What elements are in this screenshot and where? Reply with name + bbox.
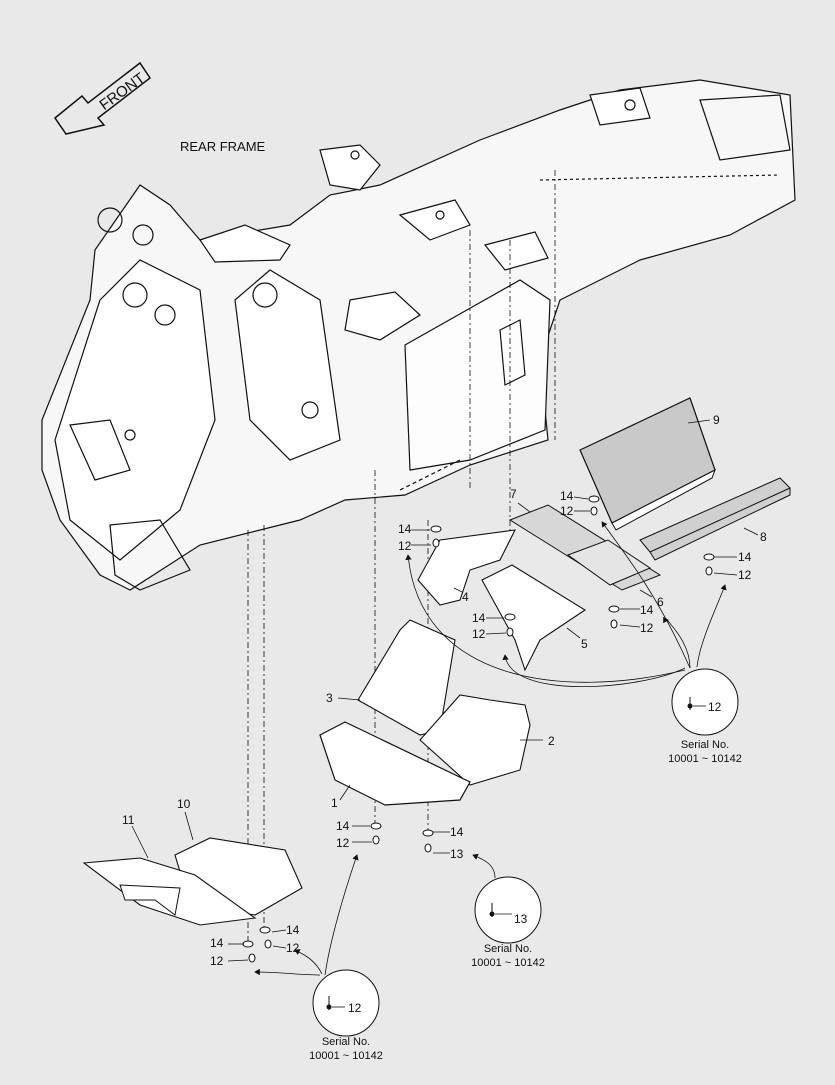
plate-3 <box>357 619 456 736</box>
callout-8: 8 <box>760 530 767 544</box>
callout-14-a: 14 <box>398 522 412 536</box>
callout-14-e: 14 <box>738 550 752 564</box>
plate-6 <box>566 539 652 586</box>
callout-2: 2 <box>548 734 555 748</box>
callout-12-i: 12 <box>286 941 300 955</box>
callout-14-i: 14 <box>286 923 300 937</box>
part-callouts: 1 2 3 4 5 6 7 8 9 10 11 14 12 14 12 14 1… <box>122 413 767 968</box>
detail-circle-part: 12 <box>708 700 722 714</box>
callout-3: 3 <box>326 691 333 705</box>
callout-12-c: 12 <box>472 627 486 641</box>
callout-12-f: 12 <box>336 836 350 850</box>
leader-lines <box>131 419 759 976</box>
serial-range: 10001 ~ 10142 <box>471 957 545 969</box>
callout-9: 9 <box>713 413 720 427</box>
callout-12-a: 12 <box>398 539 412 553</box>
front-arrow-icon: FRONT <box>53 61 152 135</box>
callout-13-g: 13 <box>450 847 464 861</box>
callout-11: 11 <box>122 813 135 827</box>
plate-4 <box>417 529 516 606</box>
serial-range: 10001 ~ 10142 <box>668 753 742 765</box>
callout-14-g: 14 <box>450 825 464 839</box>
serial-range: 10001 ~ 10142 <box>309 1050 383 1062</box>
callout-4: 4 <box>462 590 469 604</box>
detail-circle-middle: 13 Serial No. 10001 ~ 10142 <box>471 876 545 969</box>
callout-14-b: 14 <box>560 489 574 503</box>
serial-label: Serial No. <box>322 1036 370 1048</box>
callout-6: 6 <box>657 595 664 609</box>
callout-10: 10 <box>177 797 191 811</box>
callout-1: 1 <box>331 796 338 810</box>
cover-plate-9 <box>579 397 716 531</box>
detail-circle-part: 12 <box>348 1001 362 1015</box>
plate-8 <box>639 477 791 561</box>
callout-7: 7 <box>510 487 517 501</box>
callout-5: 5 <box>581 637 588 651</box>
detail-circle-right: 12 Serial No. 10001 ~ 10142 <box>668 668 742 765</box>
callout-14-c: 14 <box>472 611 486 625</box>
callout-12-d: 12 <box>640 621 654 635</box>
callout-14-f: 14 <box>336 819 350 833</box>
plate-2 <box>419 694 531 786</box>
detail-circle-left: 12 Serial No. 10001 ~ 10142 <box>309 969 383 1062</box>
callout-12-b: 12 <box>560 504 574 518</box>
detail-circle-part: 13 <box>514 912 528 926</box>
serial-label: Serial No. <box>681 739 729 751</box>
callout-14-h: 14 <box>210 936 224 950</box>
rear-frame-illustration <box>41 79 796 591</box>
callout-12-e: 12 <box>738 568 752 582</box>
plate-5 <box>481 564 587 672</box>
plate-1 <box>319 721 471 806</box>
plate-11 <box>82 857 257 926</box>
frame-title: REAR FRAME <box>180 139 266 154</box>
serial-label: Serial No. <box>484 943 532 955</box>
fasteners <box>242 495 715 963</box>
callout-14-d: 14 <box>640 603 654 617</box>
callout-12-h: 12 <box>210 954 224 968</box>
